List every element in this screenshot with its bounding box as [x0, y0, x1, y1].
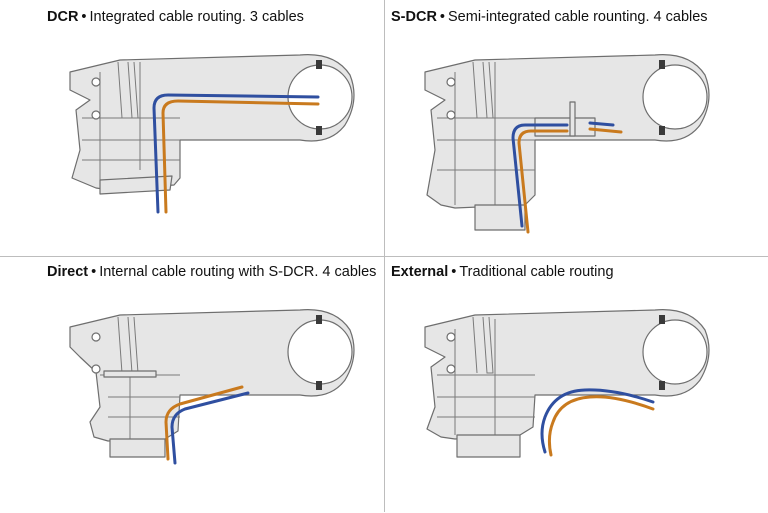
panel-caption: S-DCR•Semi-integrated cable rounting. 4 …	[391, 8, 708, 26]
panel-title: External	[391, 264, 449, 280]
handlebar-clamp	[642, 64, 708, 130]
stem-body	[424, 309, 710, 458]
panel-description: Internal cable routing with S-DCR. 4 cab…	[99, 264, 377, 280]
panel-title: Direct	[47, 264, 89, 280]
cable-orange	[547, 395, 655, 457]
panel-title: DCR	[47, 9, 79, 25]
panel-description: Semi-integrated cable rounting. 4 cables	[448, 9, 708, 25]
bullet: •	[451, 264, 457, 280]
cable-orange-short	[588, 127, 623, 134]
panel-description: Integrated cable routing. 3 cables	[89, 9, 304, 25]
cables	[540, 388, 655, 457]
cable-orange	[517, 129, 569, 234]
stem-illustration-external	[424, 309, 710, 458]
bullet: •	[91, 264, 97, 280]
stem-illustration-dcr	[69, 54, 355, 214]
panel-dcr: DCR•Integrated cable routing. 3 cables	[0, 0, 384, 256]
bullet: •	[439, 9, 445, 25]
stem-illustration-s-dcr	[424, 54, 710, 234]
cable-blue	[511, 123, 569, 228]
cables	[152, 93, 320, 214]
bullet: •	[81, 9, 87, 25]
panel-title: S-DCR	[391, 9, 437, 25]
stem-body	[424, 54, 710, 231]
panel-caption: External•Traditional cable routing	[391, 263, 614, 281]
handlebar-clamp	[287, 319, 353, 385]
stem-body	[69, 54, 355, 195]
panel-caption: Direct•Internal cable routing with S-DCR…	[47, 263, 376, 281]
cables	[164, 385, 250, 465]
cable-blue-short	[588, 121, 615, 127]
cables	[511, 121, 623, 234]
cable-blue	[152, 93, 320, 214]
cable-blue	[540, 388, 655, 454]
handlebar-clamp	[642, 319, 708, 385]
cable-orange	[161, 99, 320, 214]
panel-external: External•Traditional cable routing	[384, 256, 768, 512]
panel-caption: DCR•Integrated cable routing. 3 cables	[47, 8, 304, 26]
panel-description: Traditional cable routing	[459, 264, 614, 280]
cable-blue	[170, 391, 250, 465]
stem-illustration-direct	[69, 309, 355, 465]
cable-orange	[164, 385, 244, 461]
stem-body	[69, 309, 355, 458]
panel-direct: Direct•Internal cable routing with S-DCR…	[0, 256, 384, 512]
panel-s-dcr: S-DCR•Semi-integrated cable rounting. 4 …	[384, 0, 768, 256]
